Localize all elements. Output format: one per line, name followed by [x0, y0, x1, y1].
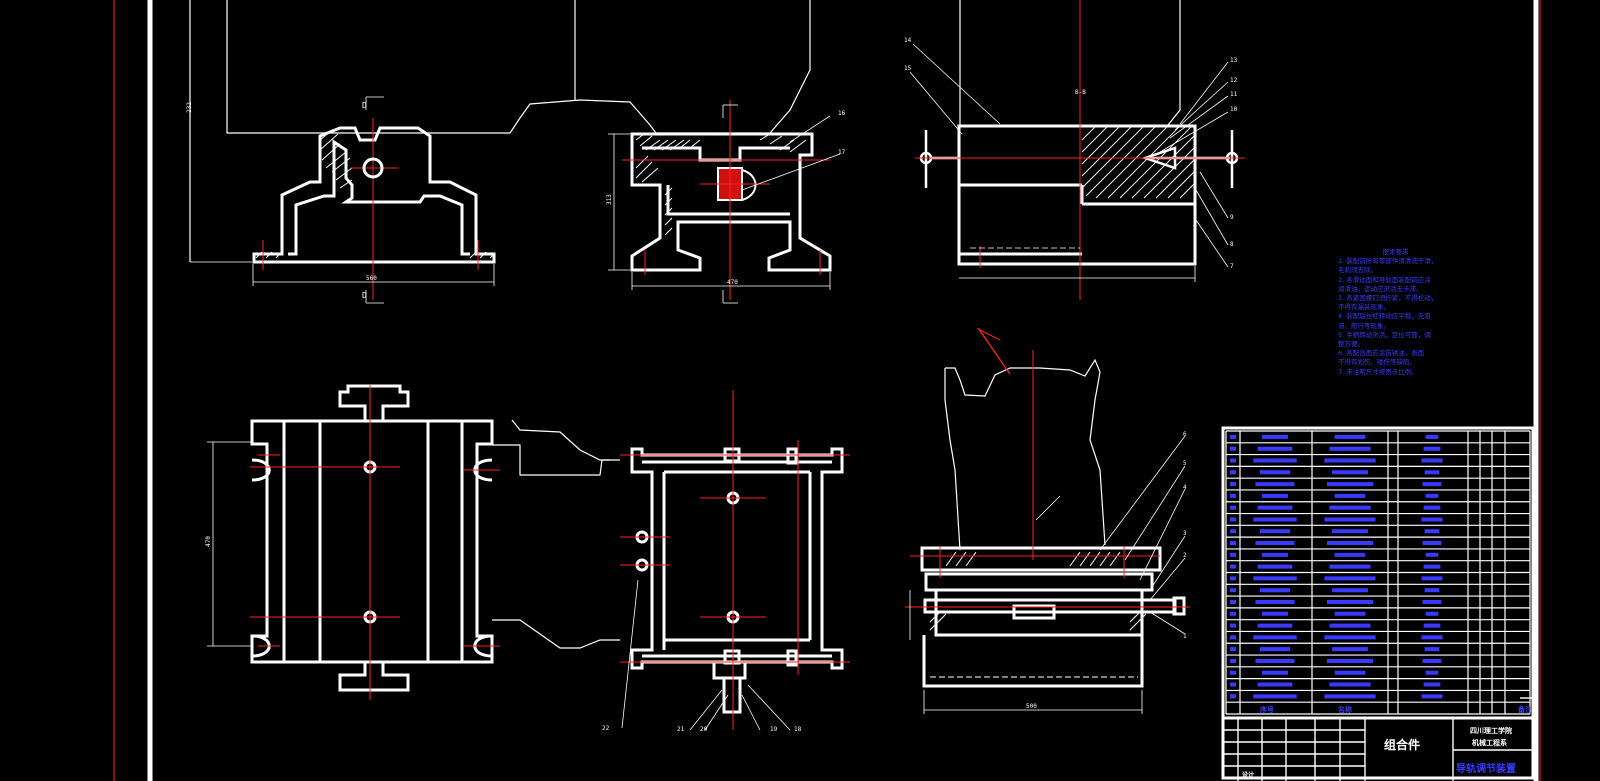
- title-header-seq: 序号: [1260, 706, 1274, 714]
- balloon-7: 7: [1230, 263, 1234, 270]
- note-line: 4. 装配后丝杠转动应平稳，无阻: [1338, 312, 1431, 321]
- balloon-3: 3: [1183, 530, 1187, 537]
- note-line: 毛刺须去除。: [1338, 266, 1377, 275]
- bb-dims: [909, 43, 1229, 282]
- title-school: 四川理工学院: [1470, 727, 1512, 735]
- lower-right-dims: [909, 435, 1186, 714]
- note-line: 整方便。: [1338, 340, 1364, 349]
- top-view-bridge: [492, 444, 620, 649]
- balloon-6: 6: [1183, 431, 1187, 438]
- title-dept: 机械工程系: [1472, 739, 1507, 747]
- balloon-4: 4: [1183, 484, 1187, 491]
- section-dims: [608, 104, 841, 304]
- dim-lower-right-width: 500: [1026, 703, 1037, 710]
- title-header-name: 名称: [1338, 706, 1352, 714]
- note-line: 2. 各滑动面和导轨面装配前应涂: [1338, 275, 1431, 284]
- balloon-22: 22: [602, 725, 610, 732]
- front-view-dims: [190, 96, 495, 304]
- balloon-1: 1: [1183, 633, 1187, 640]
- plan-view-centerlines: [620, 390, 850, 730]
- title-header-remark: 备注: [1518, 706, 1532, 714]
- balloon-5: 5: [1183, 460, 1187, 467]
- bb-view-hatch: [1081, 125, 1196, 199]
- balloon-14: 14: [904, 37, 912, 44]
- plan-view-dims: [621, 579, 791, 731]
- balloon-8: 8: [1230, 241, 1234, 248]
- balloon-13: 13: [1230, 57, 1238, 64]
- balloon-9: 9: [1230, 214, 1234, 221]
- bb-view: [957, 124, 1197, 266]
- balloon-20: 20: [700, 726, 708, 733]
- note-line: 不得有划伤、碰伤等缺陷。: [1338, 358, 1416, 367]
- front-view-centerlines: [262, 118, 479, 300]
- title-drawing-name: 导轨调节装置: [1456, 764, 1516, 775]
- note-line: 润滑油，运动应灵活无卡滞。: [1338, 284, 1423, 293]
- plan-view: [630, 447, 844, 714]
- note-line: 3. 各紧固螺钉须拧紧，不得松动，: [1338, 294, 1438, 303]
- background-machine-outline: [189, 0, 1181, 551]
- balloon-11: 11: [1230, 91, 1238, 98]
- balloon-19: 19: [770, 726, 778, 733]
- top-view-centerlines: [250, 385, 500, 700]
- title-block-lines: [1223, 697, 1533, 781]
- lower-right-view: [920, 546, 1186, 688]
- note-line: 1. 装配前所有零部件须清洗干净，: [1338, 257, 1438, 266]
- lower-right-centerlines: [905, 327, 1190, 608]
- balloon-17: 17: [838, 149, 846, 156]
- dim-front-height: 232: [185, 102, 193, 113]
- balloon-2: 2: [1183, 552, 1187, 559]
- notes-title: 技术要求: [1382, 248, 1409, 256]
- front-pin: [362, 157, 384, 179]
- note-line: 5. 手柄转动灵活，定位可靠，调: [1338, 330, 1431, 339]
- bb-centerlines: [915, 0, 1245, 300]
- parts-table-cells: [1230, 434, 1443, 699]
- title-design-label: 设计: [1242, 772, 1255, 779]
- balloon-18: 18: [794, 726, 802, 733]
- note-line: 不得有漏装现象。: [1338, 303, 1390, 312]
- front-view: [252, 126, 496, 264]
- balloon-12: 12: [1230, 77, 1238, 84]
- balloon-16: 16: [838, 110, 846, 117]
- parts-table-grid: [1225, 430, 1531, 715]
- note-line: 滞、爬行等现象。: [1338, 321, 1390, 330]
- note-line: 7. 未注明尺寸按图示比例。: [1338, 367, 1418, 376]
- parts-table: [1221, 426, 1535, 780]
- dim-section-width: 470: [727, 279, 738, 286]
- lower-right-hatch: [929, 551, 1147, 631]
- title-part-name: 组合件: [1384, 738, 1421, 752]
- section-label-d-top: D: [362, 101, 367, 110]
- top-view-dims: [207, 441, 252, 647]
- technical-notes: 技术要求 1. 装配前所有零部件须清洗干净， 毛刺须去除。 2. 各滑动面和导轨…: [1338, 248, 1453, 377]
- dim-section-height: 313: [605, 194, 613, 205]
- section-hook: [741, 169, 757, 201]
- dim-front-width: 560: [366, 275, 377, 282]
- drawing-border: [113, 0, 1541, 781]
- bb-handles: [919, 130, 1239, 188]
- balloon-10: 10: [1230, 106, 1238, 113]
- section-label-d-bottom: D: [362, 291, 367, 300]
- section-view-hatch: [635, 133, 807, 236]
- section-label-bb: B-B: [1075, 89, 1086, 96]
- note-line: 6. 各配合面应涂防锈油，表面: [1338, 349, 1425, 358]
- section-view: [630, 132, 832, 272]
- balloon-15: 15: [904, 65, 912, 72]
- dim-top-height: 470: [204, 536, 212, 547]
- balloon-21: 21: [677, 726, 685, 733]
- front-view-hatch: [255, 129, 495, 259]
- top-view: [250, 384, 494, 692]
